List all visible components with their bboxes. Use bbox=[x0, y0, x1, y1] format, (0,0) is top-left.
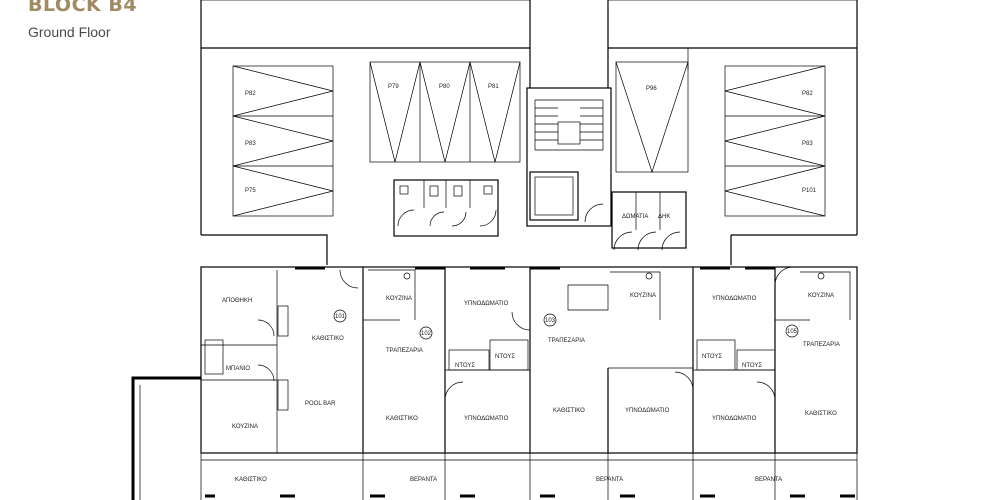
room-label: ΚΟΥΖΙΝΑ bbox=[630, 293, 656, 299]
veranda-label: ΚΑΘΙΣΤΙΚΟ bbox=[235, 477, 267, 483]
room-label: ΤΡΑΠΕΖΑΡΙΑ bbox=[803, 342, 840, 348]
service-label: ΔΩΜΑΤΙΑ bbox=[622, 214, 648, 220]
unit-marker bbox=[785, 324, 799, 338]
apartment-block bbox=[200, 266, 858, 454]
parking-label: P79 bbox=[388, 84, 399, 90]
room-label: ΥΠΝΟΔΩΜΑΤΙΟ bbox=[625, 408, 670, 414]
room-label: ΑΠΟΘΗΚΗ bbox=[222, 298, 252, 304]
stair-core bbox=[526, 87, 612, 227]
upper-structure bbox=[200, 0, 858, 265]
service-rooms bbox=[611, 191, 687, 251]
room-label: ΝΤΟΥΣ bbox=[495, 354, 515, 360]
parking-right bbox=[724, 65, 826, 217]
parking-label: P80 bbox=[439, 84, 450, 90]
veranda-label: ΒΕΡΑΝΤΑ bbox=[410, 477, 437, 483]
parking-label: P96 bbox=[646, 86, 657, 92]
room-label: ΥΠΝΟΔΩΜΑΤΙΟ bbox=[464, 416, 509, 422]
room-label: ΚΟΥΖΙΝΑ bbox=[232, 424, 258, 430]
unit-number: 105 bbox=[787, 329, 798, 335]
parking-label: P83 bbox=[802, 141, 813, 147]
room-label: ΚΟΥΖΙΝΑ bbox=[808, 293, 834, 299]
parking-label: P75 bbox=[245, 188, 256, 194]
room-label: ΚΑΘΙΣΤΙΚΟ bbox=[553, 408, 585, 414]
parking-label: P82 bbox=[245, 91, 256, 97]
room-label: ΥΠΝΟΔΩΜΑΤΙΟ bbox=[712, 416, 757, 422]
room-label: ΝΤΟΥΣ bbox=[455, 363, 475, 369]
veranda-label: ΒΕΡΑΝΤΑ bbox=[596, 477, 623, 483]
service-label: ΔΗΚ bbox=[658, 214, 670, 220]
unit-number: 101 bbox=[335, 314, 346, 320]
room-label: ΥΠΝΟΔΩΜΑΤΙΟ bbox=[712, 296, 757, 302]
site-boundary bbox=[131, 376, 201, 500]
toilet-block bbox=[393, 179, 499, 237]
unit-marker bbox=[543, 313, 557, 327]
parking-label: P82 bbox=[802, 91, 813, 97]
plan-subtitle: Ground Floor bbox=[28, 24, 111, 40]
parking-label: P83 bbox=[245, 141, 256, 147]
unit-number: 102 bbox=[421, 331, 432, 337]
room-label: ΤΡΑΠΕΖΑΡΙΑ bbox=[386, 348, 423, 354]
room-label: POOL BAR bbox=[305, 401, 336, 407]
unit-marker bbox=[419, 326, 433, 340]
parking-label: P81 bbox=[488, 84, 499, 90]
room-label: ΚΑΘΙΣΤΙΚΟ bbox=[312, 336, 344, 342]
unit-number: 103 bbox=[545, 318, 556, 324]
parking-middle bbox=[369, 61, 521, 163]
parking-label: P101 bbox=[802, 188, 817, 194]
verandas bbox=[200, 453, 858, 500]
room-label: ΤΡΑΠΕΖΑΡΙΑ bbox=[548, 338, 585, 344]
room-label: ΥΠΝΟΔΩΜΑΤΙΟ bbox=[464, 301, 509, 307]
plan-title: BLOCK B4 bbox=[28, 0, 138, 16]
room-label: ΚΑΘΙΣΤΙΚΟ bbox=[386, 416, 418, 422]
room-label: ΝΤΟΥΣ bbox=[702, 354, 722, 360]
room-label: ΝΤΟΥΣ bbox=[742, 363, 762, 369]
room-label: ΚΑΘΙΣΤΙΚΟ bbox=[805, 411, 837, 417]
parking-right-a bbox=[615, 61, 689, 174]
room-label: ΚΟΥΖΙΝΑ bbox=[386, 296, 412, 302]
unit-marker bbox=[333, 309, 347, 323]
parking-left bbox=[232, 65, 334, 217]
room-label: ΜΠΑΝΙΟ bbox=[226, 366, 250, 372]
veranda-label: ΒΕΡΑΝΤΑ bbox=[755, 477, 782, 483]
